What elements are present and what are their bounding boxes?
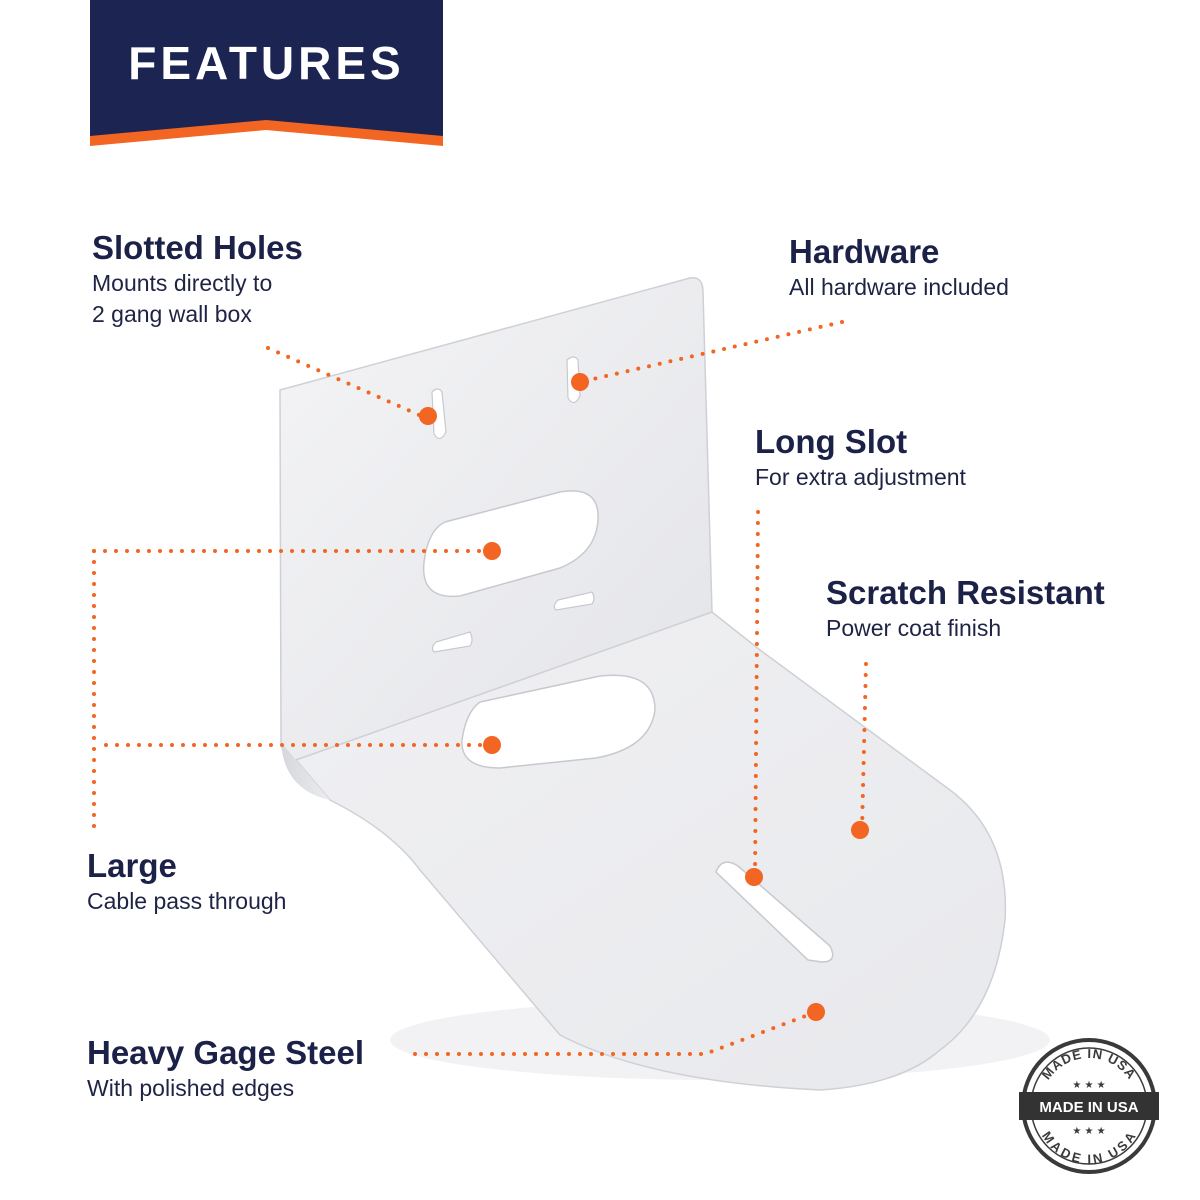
dot-long-slot <box>745 868 763 886</box>
bracket-bend <box>281 742 330 800</box>
small-slot-left <box>431 631 473 653</box>
feature-hardware: Hardware All hardware included <box>789 232 1009 303</box>
feature-title: Large <box>87 847 177 884</box>
feature-heavy-gage-steel: Heavy Gage Steel With polished edges <box>87 1033 364 1104</box>
badge-stars-top: ★ ★ ★ <box>1072 1080 1105 1091</box>
dot-hardware <box>571 373 589 391</box>
feature-large: Large Cable pass through <box>87 846 286 917</box>
feature-desc: Power coat finish <box>826 615 1002 641</box>
feature-title: Long Slot <box>755 423 908 460</box>
dot-slotted-holes <box>419 407 437 425</box>
leader-lines <box>92 320 868 1056</box>
feature-title: Scratch Resistant <box>826 574 1105 611</box>
feature-desc: 2 gang wall box <box>92 301 252 327</box>
feature-title: Heavy Gage Steel <box>87 1034 364 1071</box>
badge-stars-bottom: ★ ★ ★ <box>1072 1126 1105 1137</box>
feature-long-slot: Long Slot For extra adjustment <box>755 422 966 493</box>
feature-scratch-resistant: Scratch Resistant Power coat finish <box>826 573 1105 644</box>
feature-title: Slotted Holes <box>92 229 303 266</box>
cable-pass-upper <box>422 490 599 598</box>
badge-center-text: MADE IN USA <box>1039 1099 1138 1116</box>
features-banner <box>90 0 443 146</box>
feature-slotted-holes: Slotted Holes Mounts directly to 2 gang … <box>92 228 303 330</box>
callout-dots <box>419 373 869 1021</box>
dot-large-upper <box>483 542 501 560</box>
feature-desc: All hardware included <box>789 274 1009 300</box>
feature-desc: With polished edges <box>87 1075 295 1101</box>
made-in-usa-badge: MADE IN USA MADE IN USA ★ ★ ★ ★ ★ ★ MADE… <box>1019 1038 1159 1174</box>
badge-ribbon <box>1019 1092 1159 1120</box>
dot-scratch-resistant <box>851 821 869 839</box>
leader-hardware <box>578 320 844 384</box>
slotted-hole-left <box>431 388 447 440</box>
banner-title: FEATURES <box>128 37 405 89</box>
feature-desc: Mounts directly to <box>92 270 273 296</box>
long-slot <box>715 861 834 963</box>
leader-slotted-holes <box>266 346 428 420</box>
dot-heavy-gage <box>807 1003 825 1021</box>
feature-title: Hardware <box>789 233 940 270</box>
dot-large-lower <box>483 736 501 754</box>
cable-pass-lower <box>461 674 656 769</box>
feature-desc: For extra adjustment <box>755 464 966 490</box>
small-slot-right <box>553 591 595 611</box>
feature-desc: Cable pass through <box>87 888 287 914</box>
